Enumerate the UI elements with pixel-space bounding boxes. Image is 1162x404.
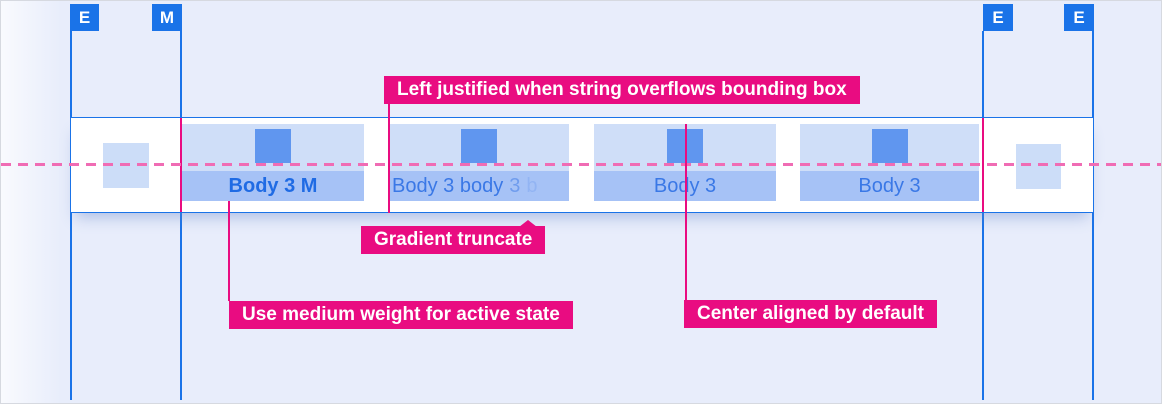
tab-icon-placeholder [871, 129, 908, 163]
annotation-gradient-truncate: Gradient truncate [361, 220, 546, 254]
connector-center-aligned [685, 124, 687, 300]
tab-icon-area [182, 124, 364, 171]
connector-overflow [388, 104, 390, 213]
tab-icon-placeholder [255, 129, 291, 163]
trailing-icon-placeholder[interactable] [1016, 144, 1061, 189]
left-edge-fade [1, 1, 61, 403]
tab-label-fade-part-2: b [526, 175, 538, 197]
guide-line-left-inner [180, 31, 182, 400]
spacing-marker-e-left: E [70, 4, 99, 31]
annotation-medium-weight: Use medium weight for active state [229, 301, 573, 329]
guide-line-right-outer [1092, 31, 1094, 400]
tab-item-default[interactable]: Body 3 [800, 124, 979, 201]
tab-icon-placeholder [461, 129, 497, 163]
up-pointer-icon [519, 220, 538, 227]
leading-icon-placeholder[interactable] [103, 143, 149, 188]
magenta-guide-segment-right [982, 118, 984, 212]
tab-label-fade-part-1: 3 [509, 175, 521, 197]
guide-line-right-inner [982, 31, 984, 400]
spacing-marker-m-left: M [152, 4, 182, 31]
tab-label-default: Body 3 [800, 171, 979, 201]
annotation-center-aligned: Center aligned by default [684, 300, 937, 328]
spacing-marker-e-right-outer: E [1064, 4, 1094, 31]
tab-icon-area [800, 124, 979, 171]
tab-label-visible-part: Body 3 body [392, 175, 504, 197]
tab-item-active[interactable]: Body 3 M [182, 124, 364, 201]
annotation-gradient-truncate-text: Gradient truncate [374, 229, 533, 250]
connector-medium-weight [228, 201, 230, 301]
magenta-guide-segment-left [180, 118, 182, 212]
annotation-left-justified: Left justified when string overflows bou… [384, 76, 860, 104]
spacing-marker-e-right-inner: E [983, 4, 1013, 31]
tab-icon-area [389, 124, 569, 171]
tab-label-active: Body 3 M [182, 171, 364, 201]
guide-line-left-outer [70, 31, 72, 400]
